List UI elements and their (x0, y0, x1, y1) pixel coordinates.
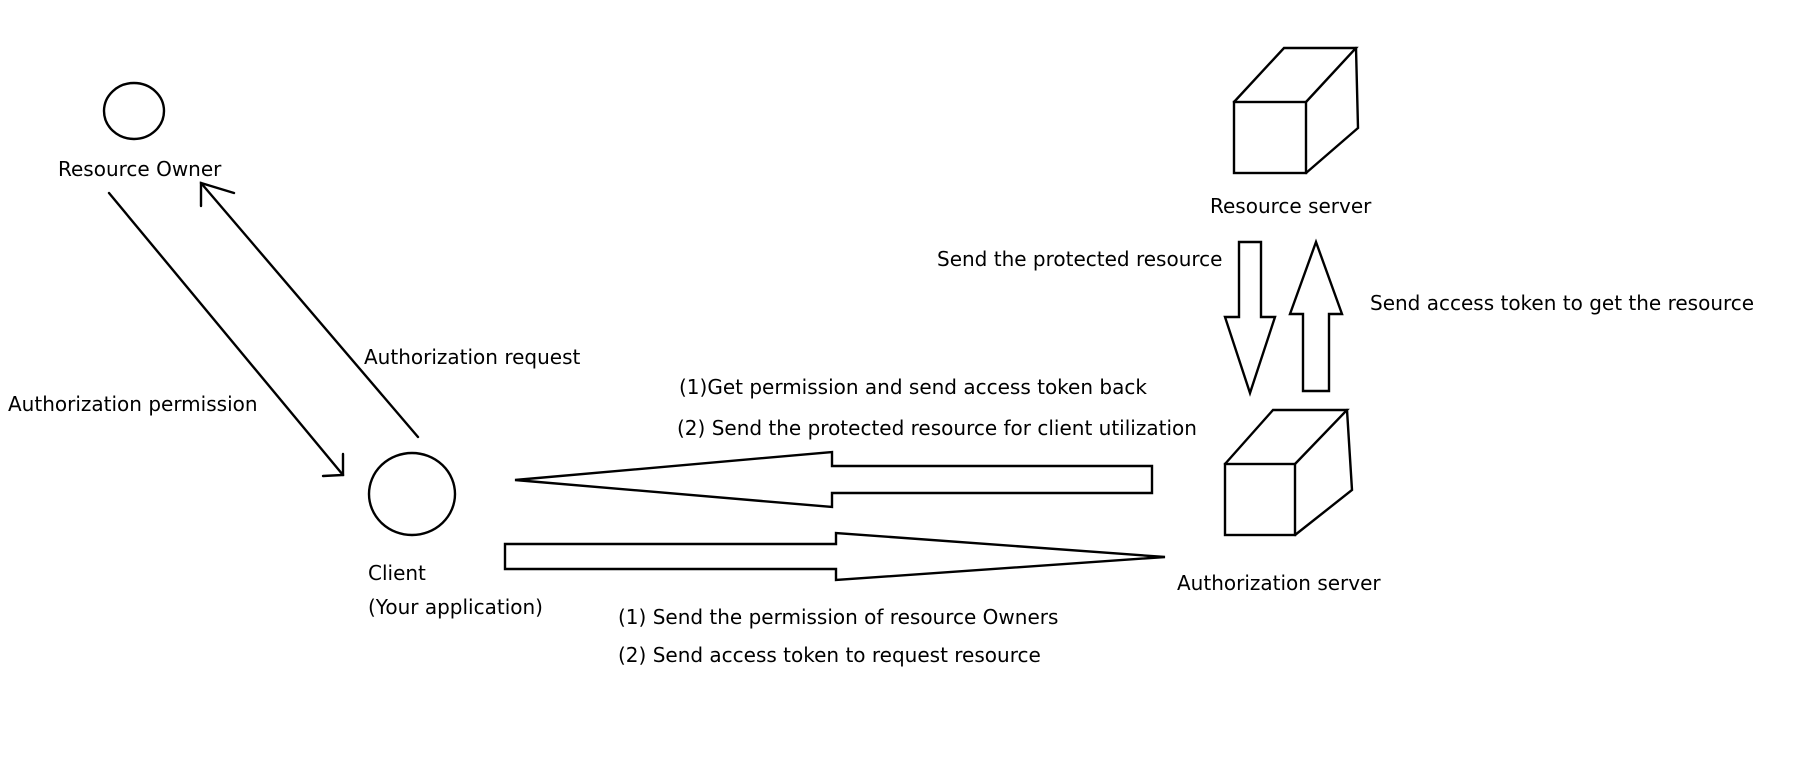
resource-to-auth-arrow (1223, 240, 1277, 397)
auth-to-resource-label: Send access token to get the resource (1370, 291, 1755, 315)
auth-to-client-label-2: (2) Send the protected resource for clie… (677, 416, 1197, 440)
client-sublabel: (Your application) (368, 595, 543, 619)
resource-server-label: Resource server (1210, 194, 1372, 218)
authorization-server-label: Authorization server (1177, 571, 1381, 595)
resource-server-cube (1232, 46, 1360, 175)
client-circle (367, 451, 457, 537)
auth-to-resource-arrow (1288, 238, 1344, 393)
resource-owner-label: Resource Owner (58, 157, 222, 181)
client-to-auth-label-1: (1) Send the permission of resource Owne… (618, 605, 1059, 629)
authorization-permission-label: Authorization permission (8, 392, 258, 416)
authorization-permission-arrow (107, 191, 345, 478)
resource-to-auth-label: Send the protected resource (937, 247, 1223, 271)
resource-owner-circle (102, 81, 166, 141)
auth-to-client-label-1: (1)Get permission and send access token … (679, 375, 1147, 399)
authorization-request-label: Authorization request (364, 345, 581, 369)
client-to-auth-label-2: (2) Send access token to request resourc… (618, 643, 1041, 667)
authorization-server-cube (1223, 408, 1354, 537)
client-label: Client (368, 561, 426, 585)
auth-to-client-arrow (514, 450, 1154, 509)
client-to-auth-arrow (503, 531, 1166, 582)
authorization-request-arrow (199, 181, 420, 439)
